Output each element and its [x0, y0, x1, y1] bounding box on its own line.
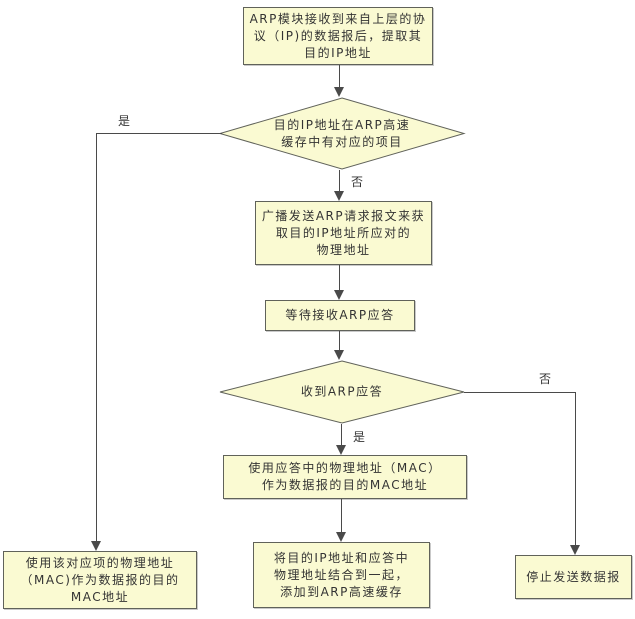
flow-node-receive-datagram-text: ARP模块接收到来自上层的协 议（IP)的数据报后，提取其 目的IP地址: [249, 11, 427, 60]
edge-label-no: 否: [349, 173, 367, 190]
flow-node-wait-reply: 等待接收ARP应答: [265, 300, 415, 331]
connector-yes-branch-vertical: [96, 133, 97, 542]
flow-node-broadcast-request-text: 广播发送ARP请求报文来获 取目的IP地址所应对的 物理地址: [261, 208, 426, 257]
connector-cache-decision-to-broadcast: [339, 170, 340, 192]
arrowhead-icon: [336, 445, 346, 455]
arrowhead-icon: [334, 87, 344, 97]
flow-decision-reply-received: 收到ARP应答: [218, 360, 466, 424]
flow-node-use-cache-mac-text: 使用该对应项的物理地址 （MAC)作为数据报的目的 MAC地址: [20, 555, 180, 604]
arrowhead-icon: [334, 350, 344, 360]
flow-node-broadcast-request: 广播发送ARP请求报文来获 取目的IP地址所应对的 物理地址: [255, 201, 432, 265]
flow-decision-reply-received-text: 收到ARP应答: [300, 384, 384, 399]
connector-receive-to-cache-decision: [339, 65, 340, 89]
flow-node-stop-sending-text: 停止发送数据报: [526, 569, 621, 584]
flow-node-add-to-cache-text: 将目的IP地址和应答中 物理地址结合到一起， 添加到ARP高速缓存: [273, 550, 410, 599]
diamond-shape: [219, 360, 465, 424]
diamond-shape: [218, 97, 466, 170]
connector-no-branch-vertical: [575, 392, 576, 546]
arrowhead-icon: [570, 545, 580, 555]
connector-use-mac-to-add-cache: [341, 499, 342, 533]
flow-node-use-reply-mac: 使用应答中的物理地址（MAC） 作为数据报的目的MAC地址: [223, 455, 467, 499]
edge-label-no: 否: [537, 370, 555, 387]
flow-node-use-reply-mac-text: 使用应答中的物理地址（MAC） 作为数据报的目的MAC地址: [248, 461, 442, 492]
arrowhead-icon: [334, 191, 344, 201]
flow-decision-cache-lookup-text: 目的IP地址在ARP高速 缓存中有对应的项目: [273, 117, 411, 149]
connector-broadcast-to-wait: [339, 265, 340, 291]
arrowhead-icon: [91, 541, 101, 551]
flow-node-add-to-cache: 将目的IP地址和应答中 物理地址结合到一起， 添加到ARP高速缓存: [253, 542, 430, 608]
flow-node-stop-sending: 停止发送数据报: [515, 555, 632, 599]
edge-label-yes: 是: [351, 428, 369, 445]
connector-reply-decision-to-use-mac: [341, 424, 342, 446]
connector-wait-to-reply-decision: [339, 331, 340, 351]
flow-node-use-cache-mac: 使用该对应项的物理地址 （MAC)作为数据报的目的 MAC地址: [3, 551, 197, 609]
arrowhead-icon: [336, 532, 346, 542]
connector-no-branch-horizontal: [464, 392, 576, 393]
flow-node-receive-datagram: ARP模块接收到来自上层的协 议（IP)的数据报后，提取其 目的IP地址: [243, 7, 433, 65]
flow-decision-cache-lookup: 目的IP地址在ARP高速 缓存中有对应的项目: [218, 97, 466, 170]
edge-label-yes: 是: [116, 112, 134, 129]
flow-node-wait-reply-text: 等待接收ARP应答: [285, 308, 395, 322]
connector-yes-branch-horizontal: [96, 133, 222, 134]
arrowhead-icon: [334, 290, 344, 300]
